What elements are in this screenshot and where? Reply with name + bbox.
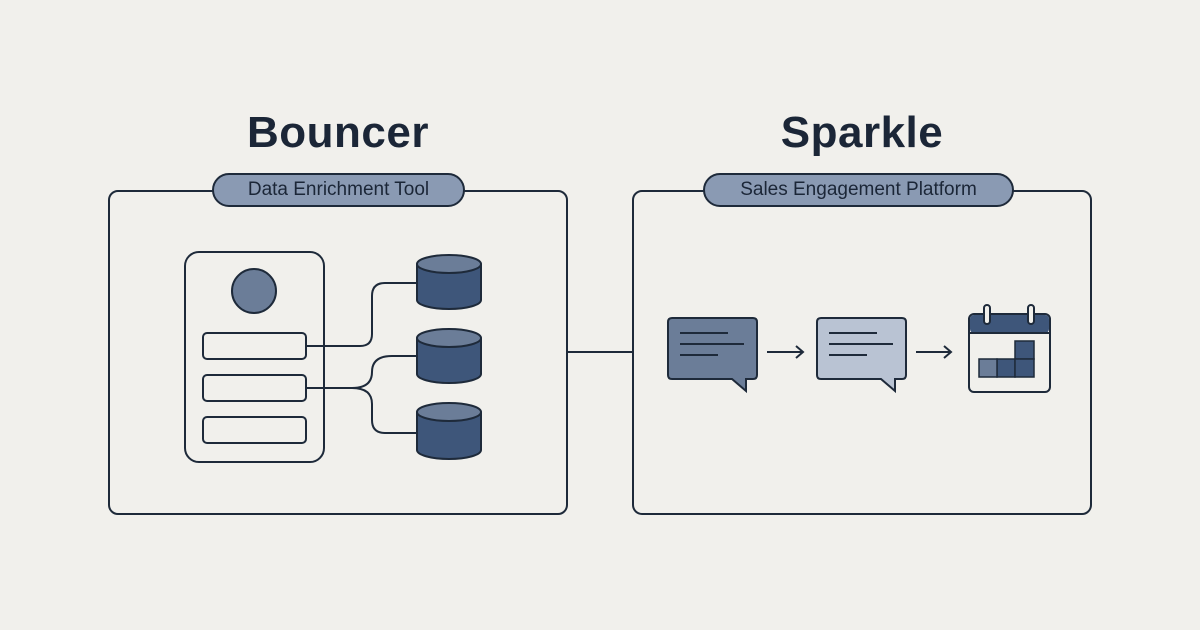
card-field-3 (202, 416, 307, 444)
chat-bubble-icon (667, 317, 758, 394)
calendar-icon (968, 304, 1051, 393)
sparkle-title: Sparkle (780, 108, 944, 157)
avatar-circle (231, 268, 277, 314)
sparkle-subtitle-badge: Sales Engagement Platform (703, 173, 1014, 207)
contact-card-icon (184, 251, 325, 463)
database-icon (416, 328, 482, 384)
card-field-1 (202, 332, 307, 360)
arrow-right-icon (916, 345, 953, 359)
bouncer-subtitle-badge: Data Enrichment Tool (212, 173, 465, 207)
database-icon (416, 254, 482, 310)
bouncer-title: Bouncer (247, 108, 429, 157)
chat-bubble-icon (816, 317, 907, 394)
database-icon (416, 402, 482, 460)
arrow-right-icon (767, 345, 805, 359)
card-field-2 (202, 374, 307, 402)
card-to-database-connectors (306, 282, 417, 434)
